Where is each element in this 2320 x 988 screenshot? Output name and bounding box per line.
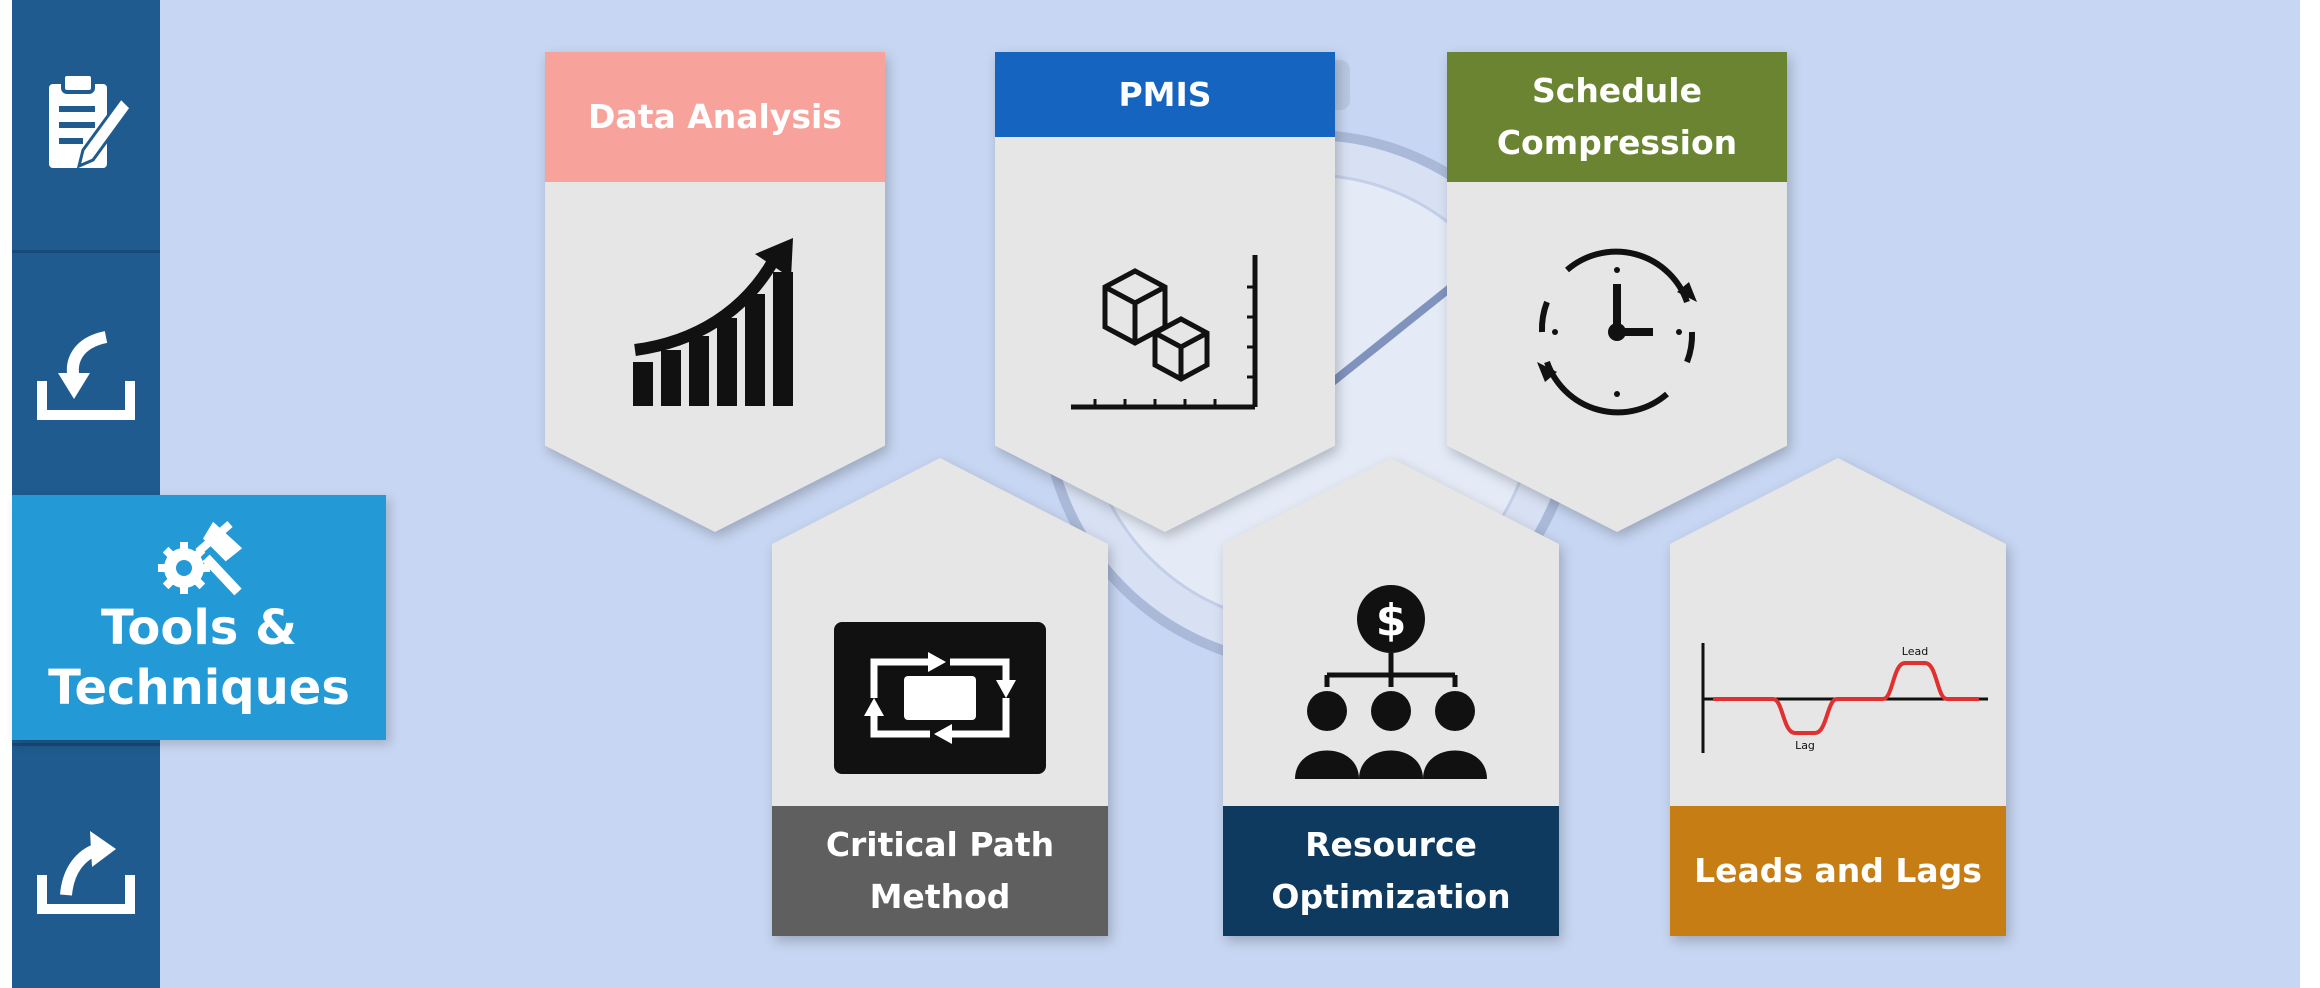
leads-lags-card[interactable]: Lead Lag Leads and Lags <box>1670 458 2006 936</box>
resource-optimization-label-line2: Optimization <box>1271 877 1511 916</box>
rising-bar-chart-icon <box>633 238 793 406</box>
critical-path-header: Critical Path Method <box>772 806 1108 936</box>
data-analysis-label: Data Analysis <box>588 97 842 136</box>
critical-path-card[interactable]: Critical Path Method <box>772 458 1108 936</box>
schedule-compression-label-line2: Compression <box>1496 123 1738 162</box>
dollar-team-icon: $ <box>1295 585 1487 779</box>
lag-label: Lag <box>1795 739 1815 752</box>
process-loop-icon <box>834 622 1046 774</box>
input-download-icon <box>37 331 135 420</box>
inputs-nav-item[interactable] <box>12 0 160 250</box>
schedule-compression-label-line1: Schedule <box>1531 71 1702 110</box>
process-sidebar <box>12 0 160 988</box>
pmis-header: PMIS <box>995 52 1335 137</box>
resource-optimization-header: Resource Optimization <box>1223 806 1559 936</box>
resource-optimization-card[interactable]: $ Resource Optimization <box>1223 458 1559 936</box>
upload-nav-item[interactable] <box>12 746 160 988</box>
resource-optimization-label-line1: Resource <box>1305 825 1477 864</box>
active-tab-label-line1: Tools & <box>101 599 297 656</box>
schedule-compression-card[interactable]: Schedule Compression <box>1447 52 1787 532</box>
tools-gear-icon <box>158 520 243 595</box>
critical-path-label-line2: Method <box>869 877 1011 916</box>
download-nav-item[interactable] <box>12 253 160 493</box>
lead-lag-wave-icon: Lead Lag <box>1701 643 1988 753</box>
tools-techniques-tab[interactable]: Tools & Techniques <box>12 495 386 740</box>
output-upload-icon <box>37 831 135 914</box>
svg-text:$: $ <box>1376 595 1407 646</box>
data-analysis-header: Data Analysis <box>545 52 885 182</box>
leads-lags-header: Leads and Lags <box>1670 806 2006 936</box>
active-tab-label-line2: Techniques <box>48 659 350 716</box>
lead-label: Lead <box>1902 645 1928 658</box>
schedule-compression-header: Schedule Compression <box>1447 52 1787 182</box>
clipboard-edit-icon <box>49 72 131 169</box>
critical-path-label-line1: Critical Path <box>825 825 1055 864</box>
pmis-label: PMIS <box>1118 74 1212 114</box>
cubes-axis-icon <box>1071 255 1258 410</box>
leads-lags-label: Leads and Lags <box>1694 851 1982 890</box>
clock-cycle-icon <box>1537 248 1697 416</box>
pmis-card[interactable]: PMIS <box>995 52 1335 532</box>
data-analysis-card[interactable]: Data Analysis <box>545 52 885 532</box>
